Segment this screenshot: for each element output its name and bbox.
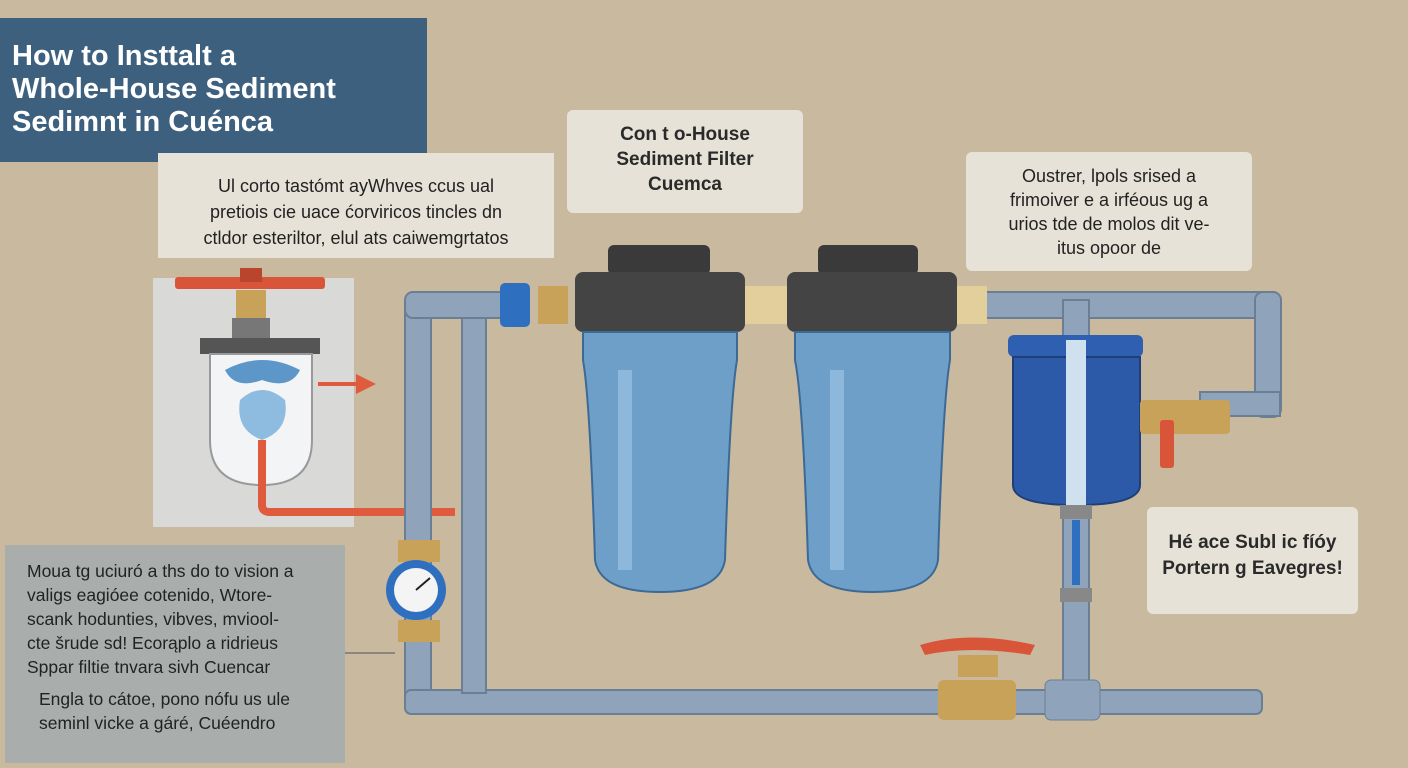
arrow-icon — [356, 374, 376, 394]
title-line: How to Insttalt a — [12, 40, 236, 72]
callout-line: Sppar filtie tnvara sivh Cuencar — [27, 657, 271, 677]
blue-canister-filter — [1008, 335, 1230, 602]
callout-top-left: Ul corto tastómt ayWhves ccus ual pretio… — [158, 153, 554, 258]
callout-line: frimoiver e a irféous ug a — [1009, 190, 1209, 210]
callout-line: Cuemca — [648, 174, 722, 195]
callout-bottom-left: Moua tg uciuró a ths do to vision a vali… — [5, 545, 345, 763]
title-line: Sedimnt in Cuénca — [12, 106, 274, 138]
pressure-gauge-icon — [386, 540, 446, 642]
title-line: Whole-House Sediment — [12, 73, 336, 105]
sediment-filter-1 — [575, 245, 745, 594]
callout-center: Con t o-House Sediment Filter Cuemca — [567, 110, 803, 213]
callout-line: scank hodunties, vibves, mviool- — [27, 609, 279, 629]
inset-filter-illustration — [175, 268, 455, 516]
callout-top-right: Oustrer, lpols srised a frimoiver e a ir… — [966, 152, 1252, 271]
callout-line: Oustrer, lpols srised a — [1021, 166, 1197, 186]
callout-line: ctldor esteriltor, elul ats caiwemgrtato… — [203, 228, 509, 248]
callout-line: pretiois cie uace ćorviricos tincles dn — [209, 202, 503, 222]
callout-line: Portern g Eavegres! — [1162, 558, 1343, 579]
page-title: How to Insttalt a Whole-House Sediment S… — [0, 18, 427, 162]
shutoff-valve-icon — [920, 637, 1101, 721]
callout-line: Hé ace Subl ic fíóy — [1168, 532, 1337, 553]
callout-line: Con t o-House — [620, 124, 750, 145]
sediment-filter-2 — [787, 245, 957, 594]
callout-line: Sediment Filter — [616, 149, 754, 170]
callout-line: Ul corto tastómt ayWhves ccus ual — [217, 176, 495, 196]
callout-line: Engla to cátoe, pono nófu us ule — [39, 689, 291, 709]
callout-line: itus opoor de — [1056, 238, 1162, 258]
callout-line: urios tde de molos dit ve- — [1008, 214, 1210, 234]
callout-line: cte šrude sd! Ecorąplo a ridrieus — [27, 633, 278, 653]
callout-line: valigs eagióee cotenido, Wtore- — [27, 585, 273, 605]
callout-line: Moua tg uciuró a ths do to vision a — [27, 561, 294, 581]
callout-line: seminl vicke a gáré, Cuéendro — [39, 713, 276, 733]
callout-bottom-right: Hé ace Subl ic fíóy Portern g Eavegres! — [1147, 507, 1358, 614]
